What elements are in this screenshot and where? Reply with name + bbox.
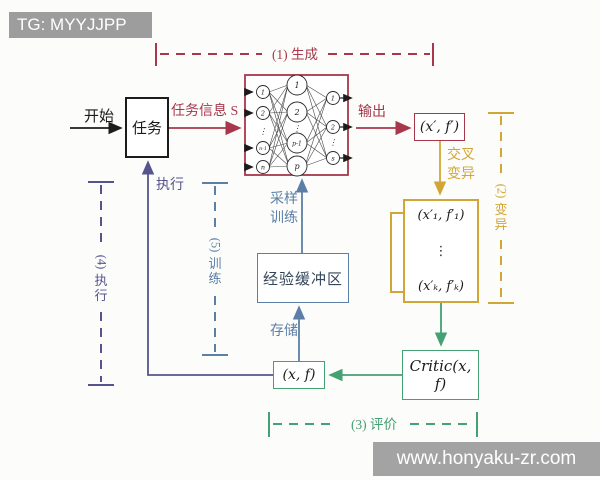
nn-hidden-label: 1 [294,81,299,90]
task-box: 任务 [125,97,169,158]
nn-input-label: 2 [260,110,265,118]
nn-hidden-label: p-1 [292,141,302,148]
nn-hidden-label: 2 [293,108,299,117]
task-label: 任务 [131,121,162,137]
neural-network: 1 2 n-1 n ⋮ 1 2 p-1 p ⋮ 1 2 s ⋮ [244,74,353,177]
nn-hidden-label: p [294,162,299,171]
bracket-evaluate [268,412,478,437]
output-label: 输出 [358,105,386,120]
nn-input-dots: ⋮ [259,127,267,136]
population-dots: ⋮ [434,243,448,259]
buffer-label: 经验缓冲区 [262,271,343,288]
critic-label: Critic(x, f) [409,357,472,393]
nn-output-label: 2 [330,124,335,132]
nn-hidden-dots: ⋮ [293,124,301,133]
watermark-top: TG: MYYJJPP [9,12,152,38]
execute-label: 执行 [156,178,184,193]
bracket-train-label: (5) 训 练 [207,237,222,286]
nn-output-label: s [331,155,335,163]
execute-return-arrow [141,160,273,376]
evaluated-box: (x, f) [273,361,325,389]
nn-input-label: 1 [261,89,265,97]
flow-arrows [70,120,448,382]
bracket-generate [155,43,434,66]
offspring-label: (x′, f′) [419,119,460,135]
population-first: (x′₁, f′₁) [417,208,465,223]
task-info-label: 任务信息 S [171,104,239,119]
buffer-box: 经验缓冲区 [257,253,349,303]
population-box: (x′₁, f′₁) ⋮ (x′ₖ, f′ₖ) [403,199,479,303]
critic-box: Critic(x, f) [402,350,479,400]
bracket-execute-label: (4) 执 行 [93,254,108,303]
bracket-mutate-label: (2) 变 异 [493,183,508,232]
store-label: 存储 [270,324,298,339]
population-last: (x′ₖ, f′ₖ) [418,279,464,294]
evaluated-label: (x, f) [282,367,316,383]
bracket-evaluate-label: (3) 评价 [350,417,398,432]
offspring-box: (x′, f′) [414,113,465,141]
nn-output-dots: ⋮ [329,138,337,147]
crossover-label: 交叉 变异 [447,148,475,182]
bracket-train [202,182,228,356]
watermark-bottom: www.honyaku-zr.com [373,442,600,476]
start-label: 开始 [84,109,115,125]
nn-input-label: n [261,164,265,172]
bracket-generate-label: (1) 生成 [271,47,319,62]
bracket-execute [88,181,114,386]
bracket-mutate [488,112,514,304]
sample-train-label: 采样 训练 [270,192,298,226]
nn-input-label: n-1 [259,146,267,152]
nn-output-label: 1 [331,95,335,103]
